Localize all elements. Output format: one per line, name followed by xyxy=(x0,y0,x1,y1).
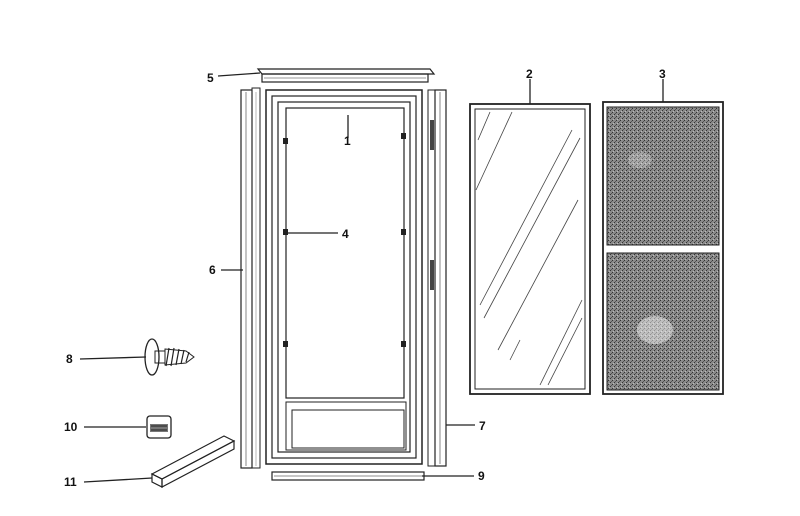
callout-2: 2 xyxy=(526,67,533,81)
callout-9: 9 xyxy=(478,469,485,483)
callout-labels: 1 2 3 4 5 6 7 8 9 10 11 xyxy=(64,67,666,489)
screw xyxy=(144,338,195,376)
clip-bracket xyxy=(146,415,172,439)
screen-mesh-lower xyxy=(606,252,720,391)
callout-8: 8 xyxy=(66,352,73,366)
wood-block xyxy=(150,435,236,488)
screen-mesh-upper xyxy=(606,106,720,246)
callout-7: 7 xyxy=(479,419,486,433)
callout-5: 5 xyxy=(207,71,214,85)
top-header-strip xyxy=(256,68,436,83)
callout-10: 10 xyxy=(64,420,78,434)
callout-1: 1 xyxy=(344,134,351,148)
callout-4: 4 xyxy=(342,227,349,241)
glass-insert-panel xyxy=(469,103,591,395)
kick-panel-mesh xyxy=(291,409,405,449)
bottom-sweep xyxy=(271,471,425,481)
callout-3: 3 xyxy=(659,67,666,81)
door-frame xyxy=(265,89,423,465)
screen-insert-panel xyxy=(602,101,724,395)
callout-6: 6 xyxy=(209,263,216,277)
door-glass-opening xyxy=(285,107,405,399)
glass-clips xyxy=(283,133,406,347)
left-side-rail xyxy=(240,87,261,469)
leader-lines xyxy=(79,72,664,483)
callout-11: 11 xyxy=(64,475,77,489)
right-side-rail xyxy=(427,89,447,467)
